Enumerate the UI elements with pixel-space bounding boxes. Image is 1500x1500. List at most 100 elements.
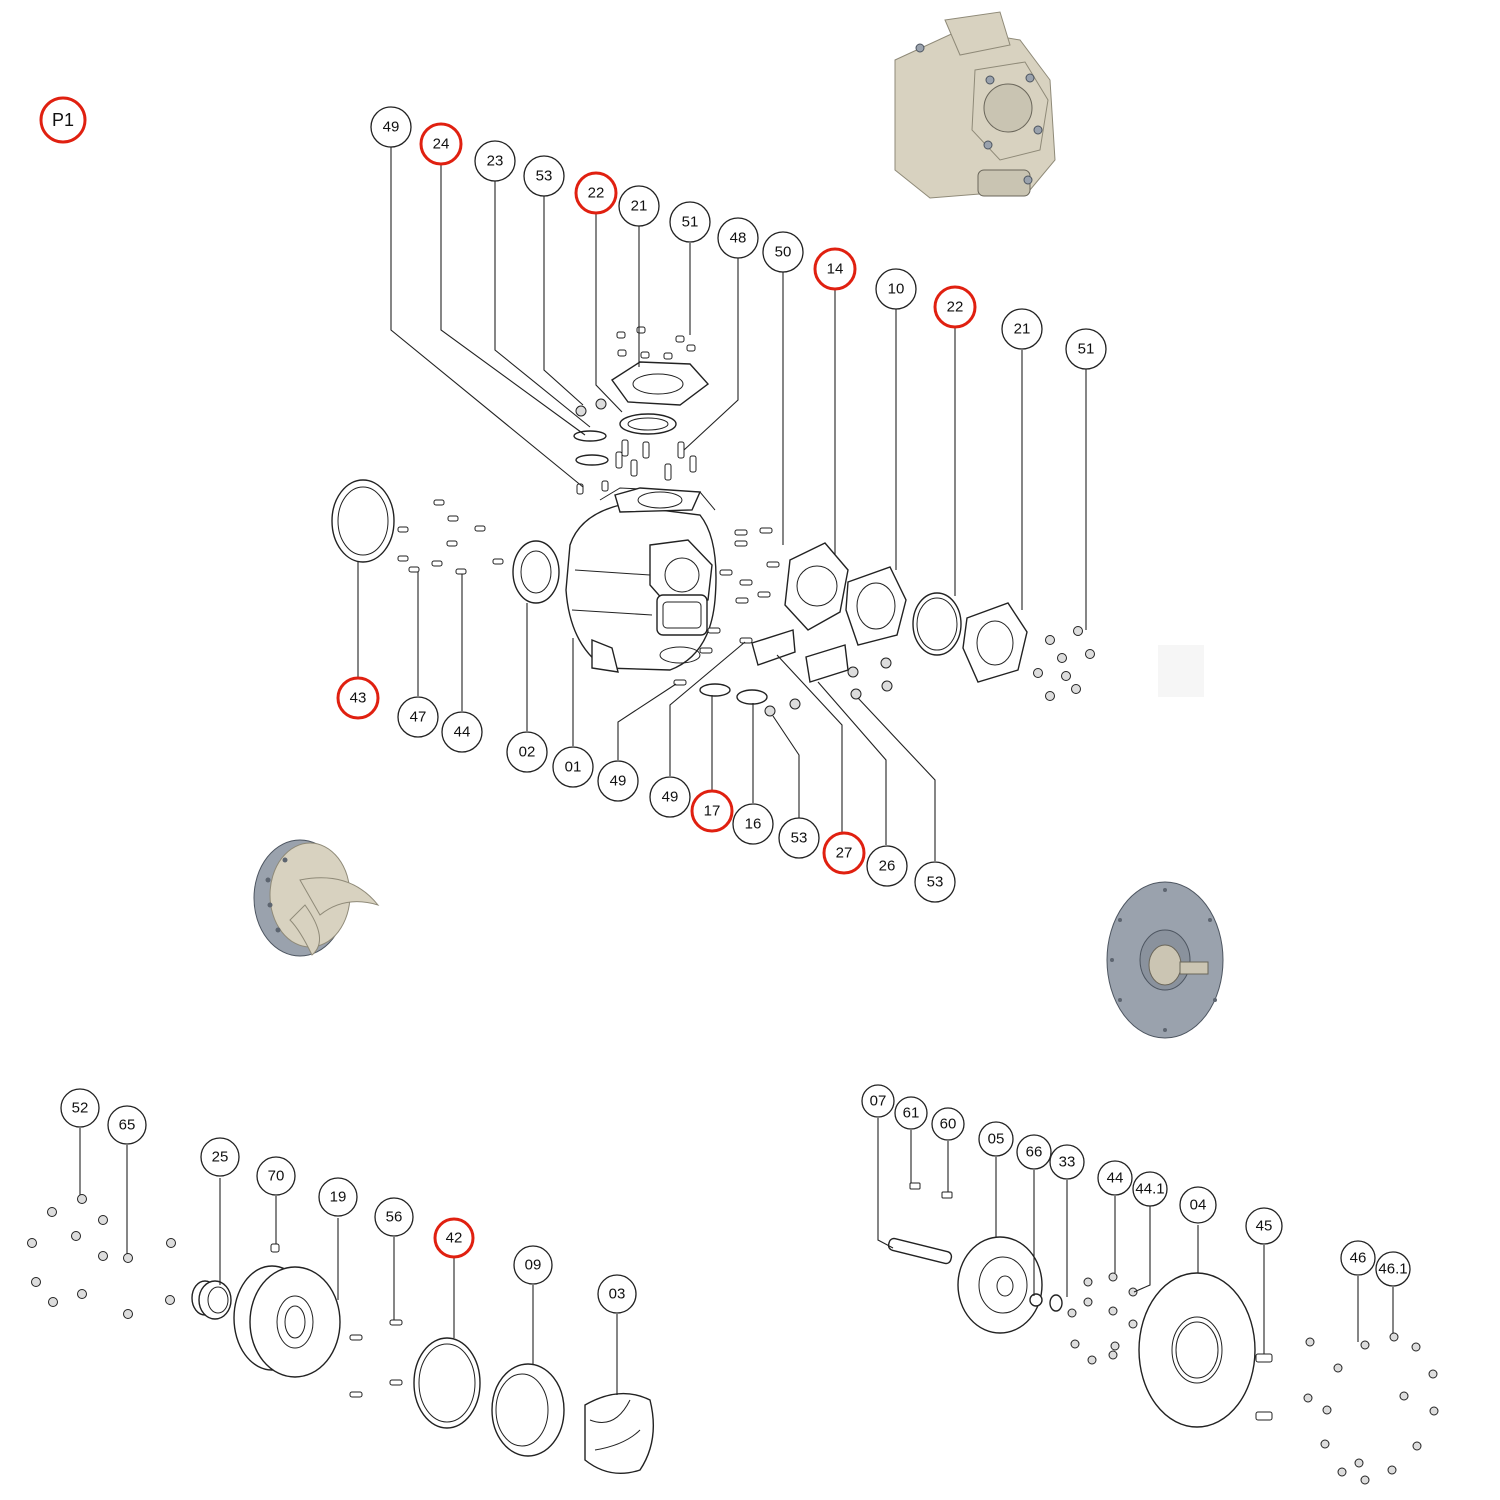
- callout-c-52[interactable]: 52: [60, 1088, 100, 1128]
- svg-text:56: 56: [386, 1209, 403, 1226]
- svg-text:24: 24: [433, 136, 450, 153]
- svg-text:50: 50: [775, 244, 792, 261]
- svg-text:65: 65: [119, 1117, 136, 1134]
- svg-text:26: 26: [879, 858, 896, 875]
- svg-text:33: 33: [1059, 1154, 1076, 1171]
- svg-text:46.1: 46.1: [1378, 1261, 1407, 1278]
- callout-c-61[interactable]: 61: [894, 1096, 928, 1130]
- svg-text:44: 44: [1107, 1170, 1124, 1187]
- callout-c-19[interactable]: 19: [318, 1177, 358, 1217]
- svg-text:43: 43: [350, 690, 367, 707]
- callout-c-44a[interactable]: 44: [441, 711, 483, 753]
- impeller-thumbnail: [253, 839, 380, 957]
- callout-c-16[interactable]: 16: [732, 803, 774, 845]
- svg-text:27: 27: [836, 845, 853, 862]
- svg-text:46: 46: [1350, 1250, 1367, 1267]
- callout-c-02[interactable]: 02: [506, 731, 548, 773]
- bearing-housing-thumbnail: [1106, 881, 1224, 1039]
- callout-c-21a[interactable]: 21: [618, 185, 660, 227]
- callout-c-46[interactable]: 46: [1340, 1240, 1376, 1276]
- callout-c-50[interactable]: 50: [762, 231, 804, 273]
- callout-c-44b[interactable]: 44: [1097, 1160, 1133, 1196]
- svg-text:10: 10: [888, 281, 905, 298]
- callout-c-43[interactable]: 43: [336, 676, 380, 720]
- callout-c-22a[interactable]: 22: [574, 171, 618, 215]
- svg-text:17: 17: [704, 803, 721, 820]
- callout-c-14[interactable]: 14: [813, 247, 857, 291]
- callout-c-22b[interactable]: 22: [933, 285, 977, 329]
- svg-text:53: 53: [791, 830, 808, 847]
- callout-c-49c[interactable]: 49: [649, 776, 691, 818]
- svg-text:53: 53: [927, 874, 944, 891]
- callout-c-46-1[interactable]: 46.1: [1375, 1251, 1411, 1287]
- svg-text:16: 16: [745, 816, 762, 833]
- svg-text:44.1: 44.1: [1135, 1181, 1164, 1198]
- callout-c-56[interactable]: 56: [374, 1197, 414, 1237]
- callout-c-03[interactable]: 03: [597, 1274, 637, 1314]
- callout-c-27[interactable]: 27: [822, 831, 866, 875]
- callout-c-21b[interactable]: 21: [1001, 308, 1043, 350]
- svg-text:61: 61: [903, 1105, 920, 1122]
- svg-text:22: 22: [588, 185, 605, 202]
- callout-c-25[interactable]: 25: [200, 1137, 240, 1177]
- main-assembly-parts: [331, 326, 1095, 717]
- callout-c-04[interactable]: 04: [1179, 1186, 1217, 1224]
- callout-c-60[interactable]: 60: [931, 1107, 965, 1141]
- callout-c-09[interactable]: 09: [513, 1245, 553, 1285]
- callout-c-07[interactable]: 07: [861, 1084, 895, 1118]
- svg-text:53: 53: [536, 168, 553, 185]
- svg-text:45: 45: [1256, 1218, 1273, 1235]
- callout-c-66[interactable]: 66: [1016, 1134, 1052, 1170]
- svg-text:21: 21: [1014, 321, 1031, 338]
- callout-c-26[interactable]: 26: [866, 845, 908, 887]
- callout-c-53a[interactable]: 53: [523, 155, 565, 197]
- svg-text:04: 04: [1190, 1197, 1207, 1214]
- callout-c-48[interactable]: 48: [717, 217, 759, 259]
- svg-text:19: 19: [330, 1189, 347, 1206]
- callout-c-33[interactable]: 33: [1049, 1144, 1085, 1180]
- svg-text:52: 52: [72, 1100, 89, 1117]
- svg-text:49: 49: [662, 789, 679, 806]
- callout-c-24[interactable]: 24: [419, 122, 463, 166]
- svg-text:51: 51: [1078, 341, 1095, 358]
- callout-c-01[interactable]: 01: [552, 746, 594, 788]
- svg-text:70: 70: [268, 1168, 285, 1185]
- svg-text:05: 05: [988, 1131, 1005, 1148]
- callout-c-42[interactable]: 42: [433, 1217, 475, 1259]
- callout-c-49b[interactable]: 49: [597, 760, 639, 802]
- callout-c-45[interactable]: 45: [1245, 1207, 1283, 1245]
- callout-c-17[interactable]: 17: [690, 789, 734, 833]
- callout-c-49a[interactable]: 49: [370, 106, 412, 148]
- callout-c-05[interactable]: 05: [978, 1121, 1014, 1157]
- callout-c-51b[interactable]: 51: [1065, 328, 1107, 370]
- callout-c-23[interactable]: 23: [474, 140, 516, 182]
- svg-text:44: 44: [454, 724, 471, 741]
- callout-c-47a[interactable]: 47: [397, 696, 439, 738]
- svg-text:P1: P1: [52, 110, 74, 130]
- svg-text:25: 25: [212, 1149, 229, 1166]
- lower-left-parts: [27, 1194, 655, 1474]
- svg-text:49: 49: [610, 773, 627, 790]
- callout-c-70[interactable]: 70: [256, 1156, 296, 1196]
- callout-c-53b[interactable]: 53: [778, 817, 820, 859]
- callout-c-65[interactable]: 65: [107, 1105, 147, 1145]
- svg-text:02: 02: [519, 744, 536, 761]
- page-label: P1: [39, 96, 87, 144]
- lower-right-parts: [887, 1182, 1439, 1485]
- blank-patch: [1158, 645, 1204, 697]
- callout-c-44-1[interactable]: 44.1: [1132, 1171, 1168, 1207]
- svg-text:14: 14: [827, 261, 844, 278]
- callout-c-51a[interactable]: 51: [669, 201, 711, 243]
- svg-text:09: 09: [525, 1257, 542, 1274]
- callout-c-10[interactable]: 10: [875, 268, 917, 310]
- callout-c-53c[interactable]: 53: [914, 861, 956, 903]
- svg-text:66: 66: [1026, 1144, 1043, 1161]
- svg-text:48: 48: [730, 230, 747, 247]
- svg-text:21: 21: [631, 198, 648, 215]
- svg-text:07: 07: [870, 1093, 887, 1110]
- svg-text:49: 49: [383, 119, 400, 136]
- svg-text:23: 23: [487, 153, 504, 170]
- svg-text:22: 22: [947, 299, 964, 316]
- svg-text:47: 47: [410, 709, 427, 726]
